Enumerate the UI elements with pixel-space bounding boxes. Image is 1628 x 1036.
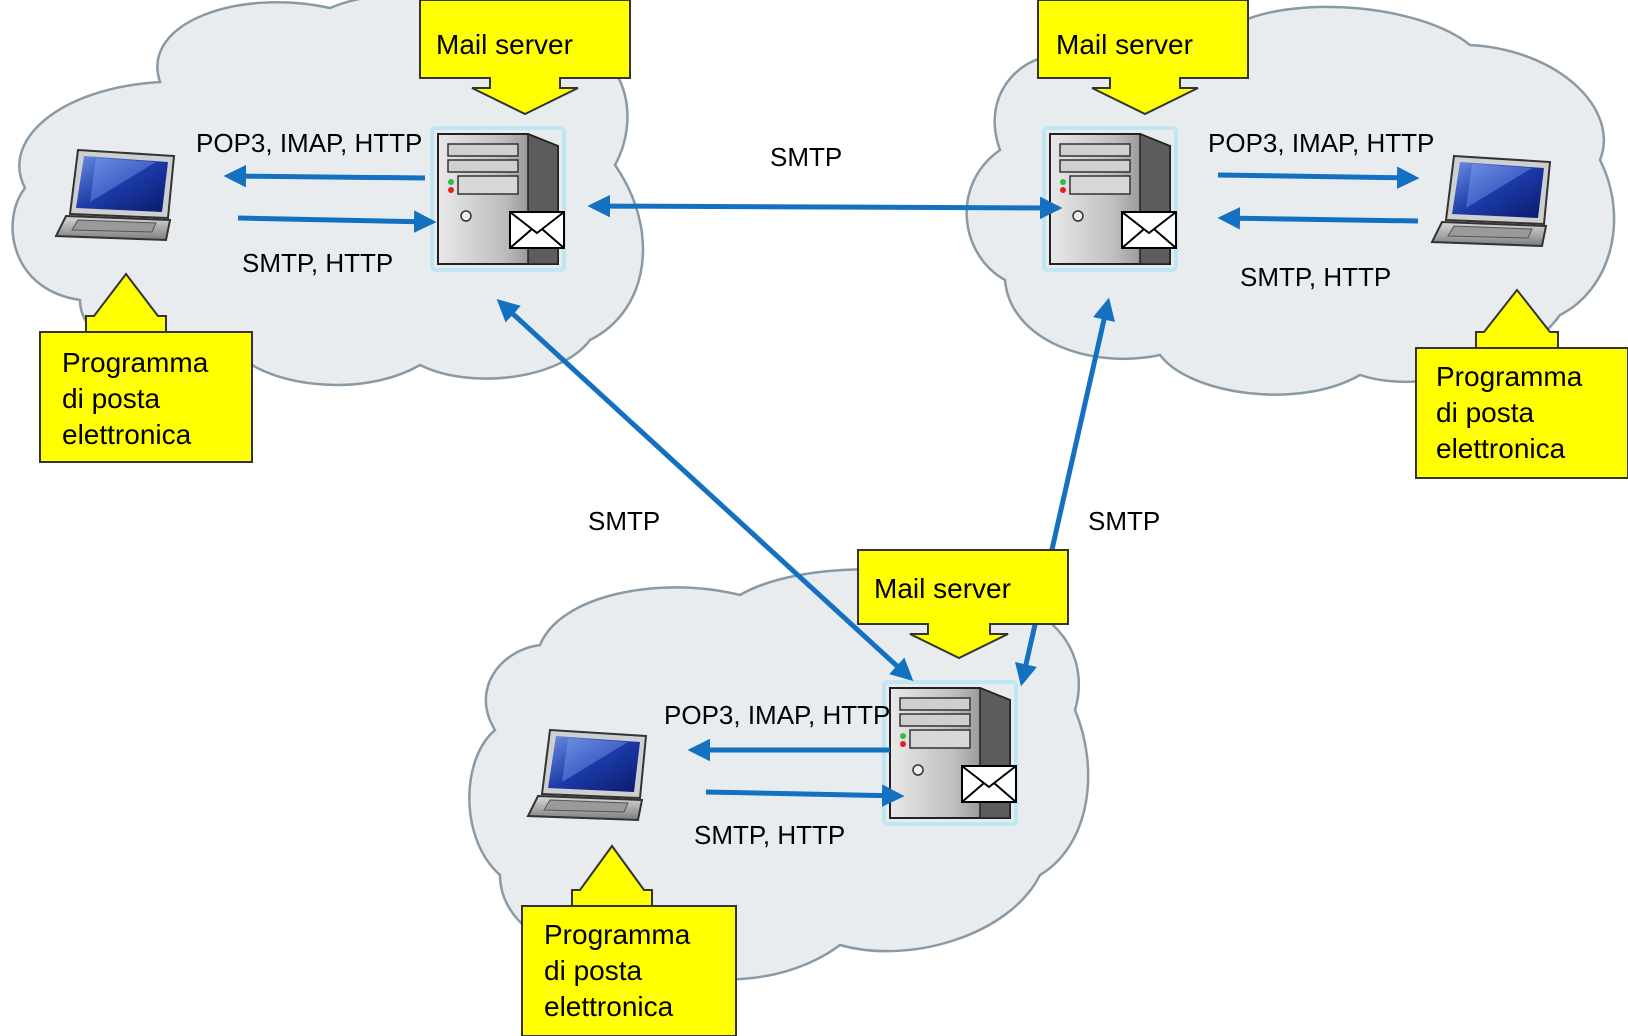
mail-server-label-top-right: Mail server bbox=[1056, 29, 1193, 60]
mail-server-callout-top-left: Mail server bbox=[419, 0, 631, 116]
arrow-send-bottom bbox=[705, 784, 905, 807]
send-label-bottom: SMTP, HTTP bbox=[694, 820, 845, 850]
client-label-line: Programma bbox=[544, 919, 691, 950]
arrow-send-top-left bbox=[237, 210, 437, 233]
mail-server-icon-top-left bbox=[430, 126, 566, 272]
retrieve-label-top-left: POP3, IMAP, HTTP bbox=[196, 128, 422, 158]
send-label-top-right: SMTP, HTTP bbox=[1240, 262, 1391, 292]
arrow-retrieve-top-left bbox=[223, 164, 426, 188]
client-label-top-left: Programma di posta elettronica bbox=[62, 347, 216, 450]
smtp-label-left: SMTP bbox=[588, 506, 660, 536]
arrow-send-top-right bbox=[1217, 207, 1419, 230]
client-callout-bottom: Programma di posta elettronica bbox=[521, 844, 737, 1036]
arrow-smtp-top bbox=[587, 194, 1063, 220]
client-label-top-right: Programma di posta elettronica bbox=[1436, 361, 1590, 464]
smtp-label-top: SMTP bbox=[770, 142, 842, 172]
client-label-line: Programma bbox=[62, 347, 209, 378]
retrieve-label-top-right: POP3, IMAP, HTTP bbox=[1208, 128, 1434, 158]
client-label-line: elettronica bbox=[1436, 433, 1566, 464]
client-label-line: di posta bbox=[544, 955, 642, 986]
client-callout-top-left: Programma di posta elettronica bbox=[39, 272, 253, 463]
arrow-retrieve-top-right bbox=[1217, 166, 1420, 189]
client-callout-top-right: Programma di posta elettronica bbox=[1415, 288, 1628, 479]
mail-server-label-bottom: Mail server bbox=[874, 573, 1011, 604]
mail-server-callout-bottom: Mail server bbox=[857, 549, 1069, 660]
client-label-line: Programma bbox=[1436, 361, 1583, 392]
mail-server-callout-top-right: Mail server bbox=[1037, 0, 1249, 116]
client-label-line: elettronica bbox=[544, 991, 674, 1022]
client-label-line: di posta bbox=[62, 383, 160, 414]
mail-server-label-top-left: Mail server bbox=[436, 29, 573, 60]
mail-server-icon-top-right bbox=[1042, 126, 1178, 272]
mail-server-icon-bottom bbox=[882, 680, 1018, 826]
client-label-line: elettronica bbox=[62, 419, 192, 450]
client-label-bottom: Programma di posta elettronica bbox=[544, 919, 698, 1022]
arrow-smtp-left bbox=[496, 298, 914, 682]
send-label-top-left: SMTP, HTTP bbox=[242, 248, 393, 278]
smtp-label-right: SMTP bbox=[1088, 506, 1160, 536]
retrieve-label-bottom: POP3, IMAP, HTTP bbox=[664, 700, 890, 730]
client-label-line: di posta bbox=[1436, 397, 1534, 428]
